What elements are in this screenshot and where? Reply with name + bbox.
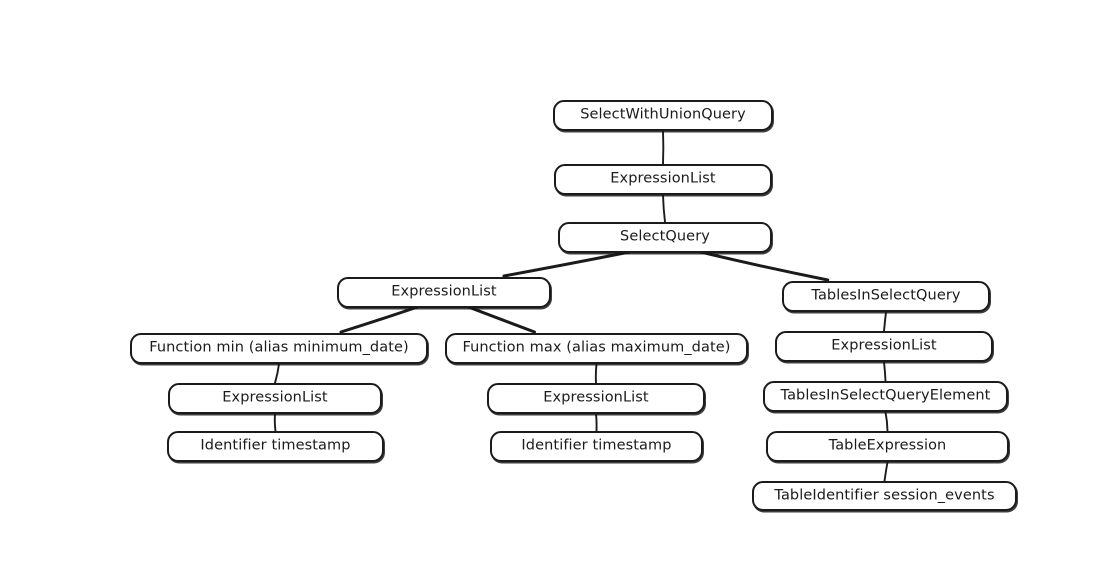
tree-node[interactable]: TablesInSelectQueryElement: [763, 381, 1008, 412]
tree-node-label: SelectQuery: [620, 228, 710, 245]
tree-edge: [502, 250, 632, 278]
tree-edge: [662, 194, 666, 223]
tree-node-label: ExpressionList: [391, 283, 497, 300]
tree-node[interactable]: TablesInSelectQuery: [782, 281, 990, 312]
tree-edge: [595, 413, 598, 432]
tree-edge: [698, 250, 830, 282]
tree-node-label: ExpressionList: [222, 389, 328, 406]
tree-edge: [883, 361, 887, 382]
tree-node-label: ExpressionList: [543, 389, 649, 406]
tree-edge: [466, 305, 536, 334]
tree-node-label: TablesInSelectQuery: [811, 287, 961, 304]
tree-edge: [883, 311, 887, 332]
tree-node[interactable]: SelectQuery: [558, 222, 772, 253]
tree-node-label: Function min (alias minimum_date): [149, 339, 409, 356]
tree-node[interactable]: Identifier timestamp: [167, 431, 384, 462]
tree-node-label: TableExpression: [828, 437, 947, 454]
tree-node-label: Identifier timestamp: [200, 437, 351, 454]
tree-node[interactable]: ExpressionList: [554, 164, 772, 195]
tree-node[interactable]: TableIdentifier session_events: [752, 481, 1017, 511]
tree-node-label: ExpressionList: [831, 337, 937, 354]
tree-node-label: ExpressionList: [610, 170, 716, 187]
tree-node[interactable]: SelectWithUnionQuery: [553, 100, 773, 131]
tree-edge: [883, 461, 889, 482]
tree-node[interactable]: Function max (alias maximum_date): [445, 333, 748, 364]
tree-node[interactable]: Identifier timestamp: [490, 431, 703, 462]
tree-node[interactable]: ExpressionList: [775, 331, 993, 362]
tree-node[interactable]: TableExpression: [766, 431, 1009, 462]
tree-edge: [273, 413, 277, 432]
tree-node-label: Identifier timestamp: [521, 437, 672, 454]
tree-edge: [884, 411, 889, 432]
tree-node-label: Function max (alias maximum_date): [462, 339, 731, 356]
tree-node[interactable]: ExpressionList: [337, 277, 551, 308]
tree-node-label: TableIdentifier session_events: [774, 487, 995, 504]
tree-edge: [274, 363, 280, 384]
tree-edge: [594, 363, 598, 384]
tree-node[interactable]: ExpressionList: [168, 383, 382, 414]
tree-edge: [339, 305, 420, 334]
tree-node-label: SelectWithUnionQuery: [580, 106, 746, 123]
tree-node[interactable]: Function min (alias minimum_date): [130, 333, 428, 364]
tree-node-label: TablesInSelectQueryElement: [780, 387, 991, 404]
tree-node[interactable]: ExpressionList: [487, 383, 705, 414]
